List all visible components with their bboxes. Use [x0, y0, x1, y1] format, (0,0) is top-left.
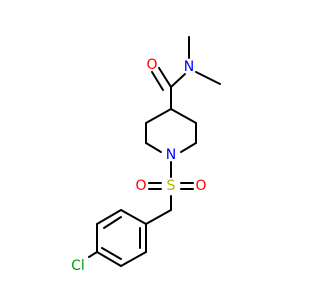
ring-bond-4 [145, 142, 162, 153]
atom-nitrogen-amide: N [184, 59, 194, 75]
bond-c-n-amide [170, 73, 186, 88]
atom-oxygen-sulfonyl-right: O [195, 178, 206, 194]
aryl-bond-5 [96, 209, 122, 225]
bond-ch2-aryl [145, 209, 172, 225]
bonds [88, 36, 221, 267]
ring-bond-6 [145, 108, 172, 124]
aryl-double-2 [101, 247, 122, 260]
aryl-bond-6 [120, 209, 147, 225]
ring-bond-1 [170, 108, 197, 124]
atom-chlorine: Cl [71, 258, 85, 274]
structure-svg: O N N S O O Cl [71, 36, 221, 274]
bond-n-methyl-right [195, 71, 221, 85]
atom-sulfur: S [167, 178, 176, 194]
atom-oxygen-carbonyl: O [146, 57, 157, 73]
ring-bond-3 [180, 142, 197, 153]
aryl-bond-2 [120, 251, 147, 267]
aryl-bond-3 [96, 251, 122, 267]
aryl-double-3 [103, 216, 122, 229]
bond-aryl-cl [88, 251, 98, 258]
bond-c-o-2 [151, 71, 164, 91]
atom-oxygen-sulfonyl-left: O [135, 178, 146, 194]
molecule-diagram: O N N S O O Cl [71, 36, 221, 274]
bond-c-o-1 [158, 67, 172, 88]
atom-nitrogen-ring: N [166, 147, 176, 163]
